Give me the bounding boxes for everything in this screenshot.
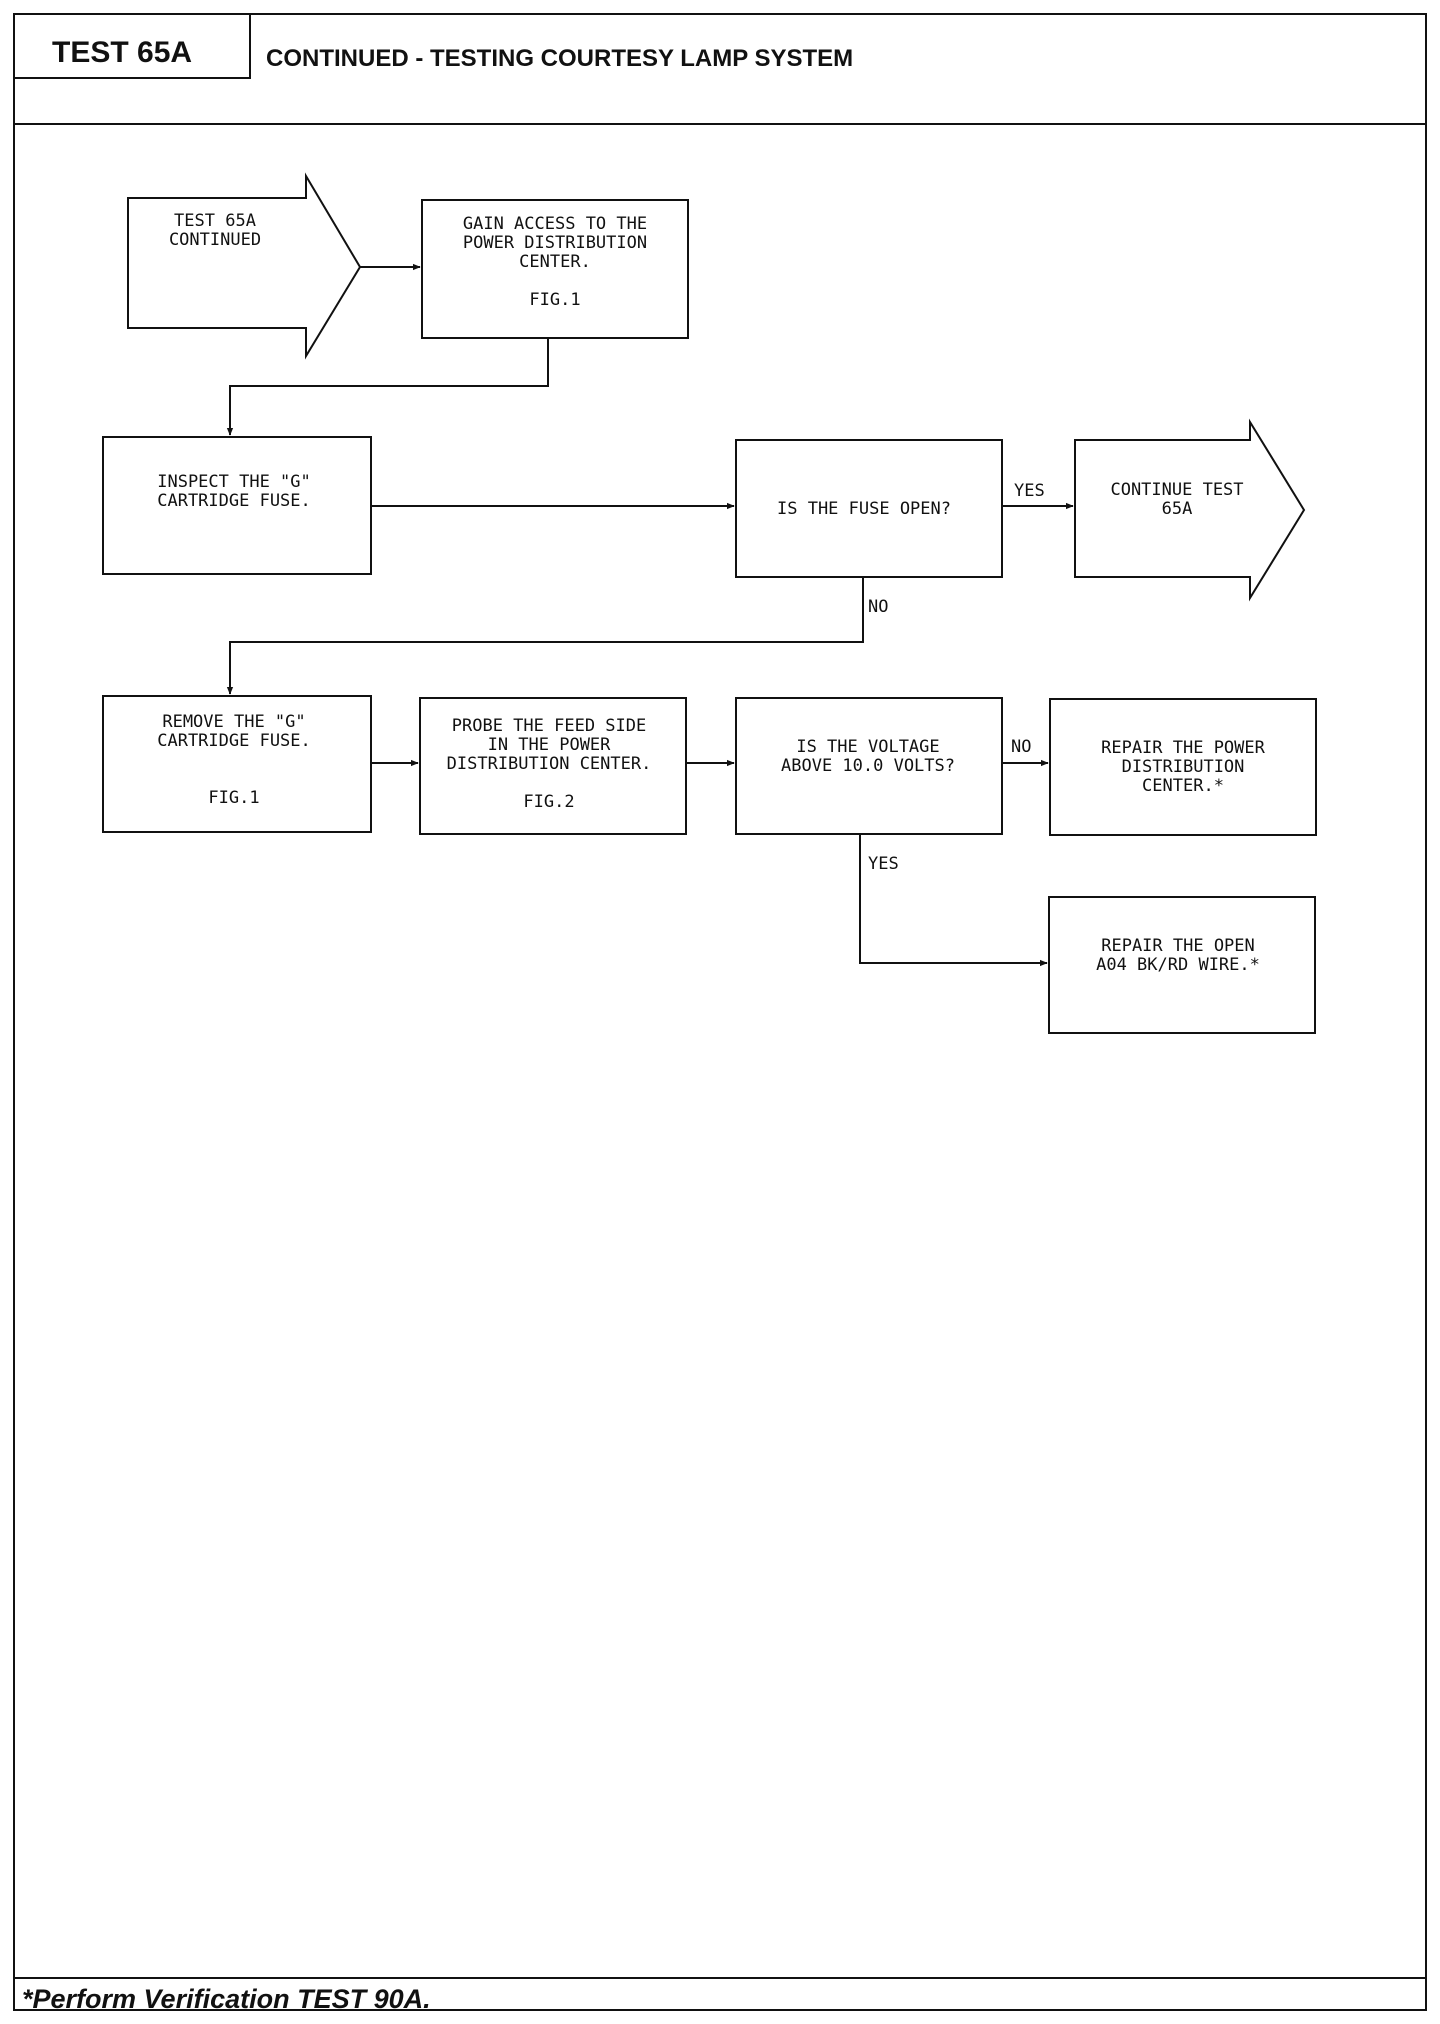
branch-label-yes-fuse: YES [1014, 481, 1045, 501]
test-id: TEST 65A [52, 36, 192, 69]
connectors [226, 263, 1074, 967]
voltage-question-box [735, 697, 1003, 835]
node-text-line: FIG.2 [523, 792, 574, 812]
node-text-line: GAIN ACCESS TO THE [463, 214, 647, 234]
connector-yes-to-repair-wire [859, 834, 1048, 967]
start-arrow-shape [127, 172, 362, 360]
continue-test-arrow-shape [1074, 418, 1306, 602]
branch-label-yes-voltage: YES [868, 854, 899, 874]
node-text-line: REPAIR THE POWER [1101, 738, 1266, 758]
node-text-line: IS THE FUSE OPEN? [777, 499, 951, 519]
node-text-line: A04 BK/RD WIRE.* [1096, 955, 1260, 975]
node-text-line: PROBE THE FEED SIDE [452, 716, 646, 736]
inspect-fuse-box [102, 436, 372, 575]
page-title: CONTINUED - TESTING COURTESY LAMP SYSTEM [266, 45, 853, 72]
connector-gain-to-inspect [226, 338, 549, 436]
probe-feed-box [419, 697, 687, 835]
remove-fuse-box [102, 695, 372, 833]
node-text-line: DISTRIBUTION CENTER. [447, 754, 652, 774]
node-text-line: FIG.1 [208, 788, 259, 808]
node-text-line: REMOVE THE "G" [162, 712, 305, 732]
test-id-box [13, 13, 251, 79]
node-text-line: TEST 65A [174, 211, 256, 231]
node-text-line: CONTINUE TEST [1110, 480, 1243, 500]
repair-pdc-box [1049, 698, 1317, 836]
node-text-line: POWER DISTRIBUTION [463, 233, 647, 253]
branch-label-no-fuse: NO [868, 597, 888, 617]
node-text-line: FIG.1 [529, 290, 580, 310]
node-text-line: IN THE POWER [488, 735, 612, 755]
repair-wire-box [1048, 896, 1316, 1034]
node-text-line: DISTRIBUTION [1122, 757, 1245, 777]
node-text-line: 65A [1162, 499, 1193, 519]
gain-access-box [421, 199, 689, 339]
node-text-line: CARTRIDGE FUSE. [157, 731, 311, 751]
fuse-open-question-label: IS THE FUSE OPEN? [777, 499, 951, 519]
node-text-line: IS THE VOLTAGE [796, 737, 939, 757]
node-text-line: CENTER.* [1142, 776, 1224, 796]
remove-fuse-label: REMOVE THE "G"CARTRIDGE FUSE. FIG.1 [157, 712, 311, 808]
footer-note: *Perform Verification TEST 90A. [22, 1984, 431, 2014]
inspect-fuse-label: INSPECT THE "G"CARTRIDGE FUSE. [157, 472, 311, 511]
node-text-line: INSPECT THE "G" [157, 472, 311, 492]
branch-label-no-voltage: NO [1011, 737, 1031, 757]
fuse-open-question-box [735, 439, 1003, 578]
connector-no-to-remove [226, 577, 864, 695]
node-text-line: CARTRIDGE FUSE. [157, 491, 311, 511]
node-text-line: CENTER. [519, 252, 591, 272]
node-text-line: REPAIR THE OPEN [1101, 936, 1255, 956]
node-text-line: CONTINUED [169, 230, 261, 250]
node-text-line: ABOVE 10.0 VOLTS? [781, 756, 955, 776]
page-border [13, 13, 1427, 2011]
